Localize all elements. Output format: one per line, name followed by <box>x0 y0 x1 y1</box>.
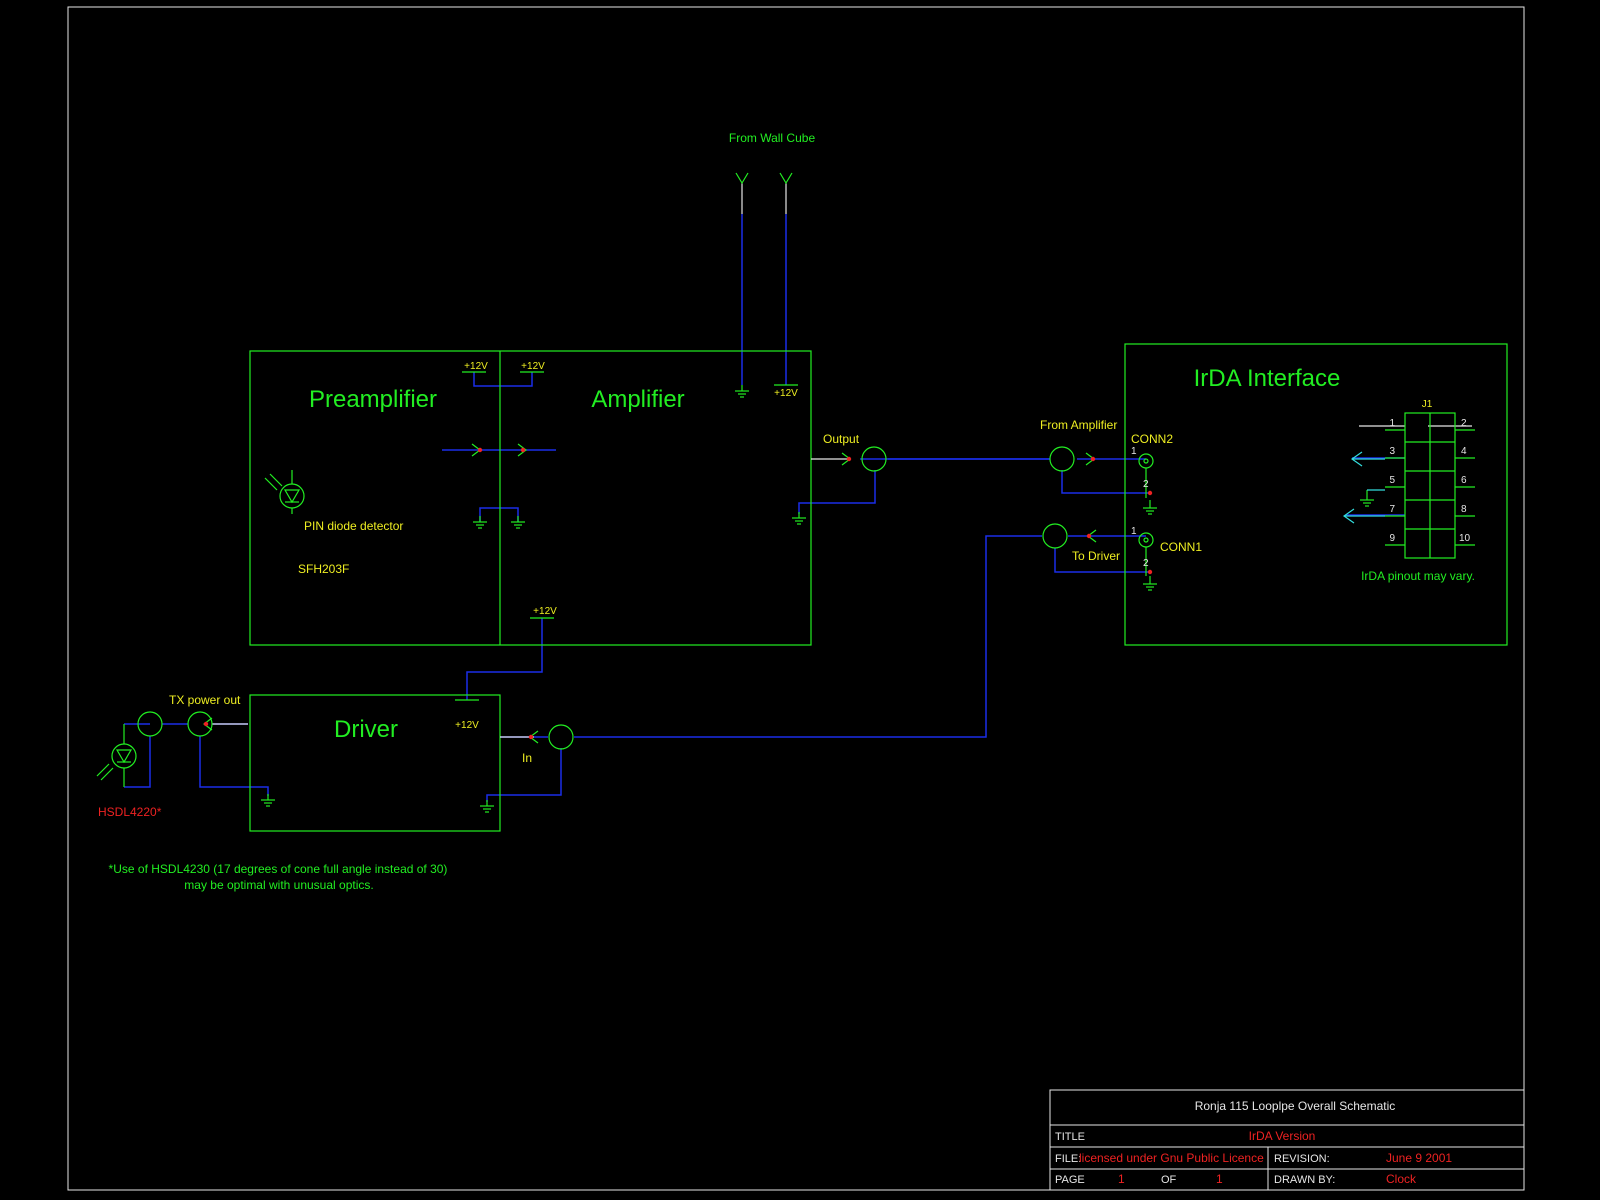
connector-circles <box>137 446 1075 750</box>
j1-pin-3: 3 <box>1389 446 1395 457</box>
revision-label: REVISION: <box>1274 1153 1330 1165</box>
of-label: OF <box>1161 1174 1177 1186</box>
j1-pin-2: 2 <box>1461 418 1467 429</box>
drawn-by-value: Clock <box>1386 1172 1417 1186</box>
block-boxes <box>249 343 1508 832</box>
j1-pin-9: 9 <box>1389 533 1395 544</box>
conn1-label: CONN1 <box>1160 540 1202 554</box>
irda-pinout-note: IrDA pinout may vary. <box>1361 569 1475 583</box>
driver-title: Driver <box>334 716 398 743</box>
conn2-label: CONN2 <box>1131 432 1173 446</box>
plus12v-label-amp-bottom: +12V <box>533 606 557 617</box>
coax-jack-conn1 <box>1138 532 1154 576</box>
signal-arrows <box>203 443 1097 744</box>
page-value: 1 <box>1118 1172 1125 1186</box>
hsdl-led-symbol <box>96 724 137 787</box>
plus12v-label-preamp: +12V <box>464 361 488 372</box>
title-block-heading: Ronja 115 Looplpe Overall Schematic <box>1195 1099 1396 1113</box>
coax-jack-conn2 <box>1138 453 1154 498</box>
footnote-line-2: may be optimal with unusual optics. <box>184 878 373 892</box>
j1-arrow-terminals <box>1342 451 1385 524</box>
wire-stubs <box>212 183 1472 738</box>
j1-pin-6: 6 <box>1461 475 1467 486</box>
to-driver-label: To Driver <box>1072 549 1120 563</box>
drawn-by-label: DRAWN BY: <box>1274 1174 1335 1186</box>
plus12v-label-amp: +12V <box>521 361 545 372</box>
title-label: TITLE <box>1055 1131 1085 1143</box>
j1-pin-1: 1 <box>1389 418 1395 429</box>
output-label: Output <box>823 432 860 446</box>
j1-label: J1 <box>1422 399 1433 410</box>
wall-cube-fork-left <box>735 172 749 185</box>
tx-power-out-label: TX power out <box>169 693 241 707</box>
conn2-pin1-label: 1 <box>1131 446 1137 457</box>
sheet-border <box>67 6 1525 1191</box>
from-wall-cube-label: From Wall Cube <box>729 131 816 145</box>
irda-interface-title: IrDA Interface <box>1194 365 1341 392</box>
pin-diode-detector-label: PIN diode detector <box>304 519 403 533</box>
ground-symbols <box>261 385 1374 813</box>
conn1-pin1-label: 1 <box>1131 526 1137 537</box>
pin-diode-detector-symbol <box>264 470 305 514</box>
revision-value: June 9 2001 <box>1386 1151 1452 1165</box>
plus12v-label-driver: +12V <box>455 720 479 731</box>
j1-pin-5: 5 <box>1389 475 1395 486</box>
title-block: Ronja 115 Looplpe Overall Schematic TITL… <box>1049 1089 1525 1191</box>
in-label: In <box>522 751 532 765</box>
labels: From Wall Cube Preamplifier Amplifier Dr… <box>98 131 1475 892</box>
j1-pin-4: 4 <box>1461 446 1467 457</box>
title-value: IrDA Version <box>1249 1129 1316 1143</box>
plus12v-label-wallcube: +12V <box>774 388 798 399</box>
amplifier-title: Amplifier <box>591 386 684 413</box>
sfh203f-label: SFH203F <box>298 562 349 576</box>
of-value: 1 <box>1216 1172 1223 1186</box>
file-label: FILE: <box>1055 1153 1081 1165</box>
hsdl4220-label: HSDL4220* <box>98 805 162 819</box>
plus12v-symbols <box>455 371 798 701</box>
page-label: PAGE <box>1055 1174 1085 1186</box>
conn1-pin2-label: 2 <box>1143 558 1149 569</box>
preamp-amp-box <box>249 350 812 646</box>
from-amplifier-label: From Amplifier <box>1040 418 1117 432</box>
footnote-line-1: *Use of HSDL4230 (17 degrees of cone ful… <box>109 862 448 876</box>
j1-pin-8: 8 <box>1461 504 1467 515</box>
wall-cube-fork-right <box>779 172 793 185</box>
symbols <box>96 172 1475 813</box>
junction-dots <box>203 447 1153 740</box>
preamplifier-title: Preamplifier <box>309 386 437 413</box>
j1-pin-10: 10 <box>1459 533 1471 544</box>
driver-box <box>249 694 501 832</box>
irda-box <box>1124 343 1508 646</box>
conn2-pin2-label: 2 <box>1143 479 1149 490</box>
j1-connector-symbol <box>1385 412 1475 559</box>
j1-pin-7: 7 <box>1389 504 1395 515</box>
wires <box>124 214 1405 802</box>
file-value: licensed under Gnu Public Licence <box>1079 1151 1264 1165</box>
